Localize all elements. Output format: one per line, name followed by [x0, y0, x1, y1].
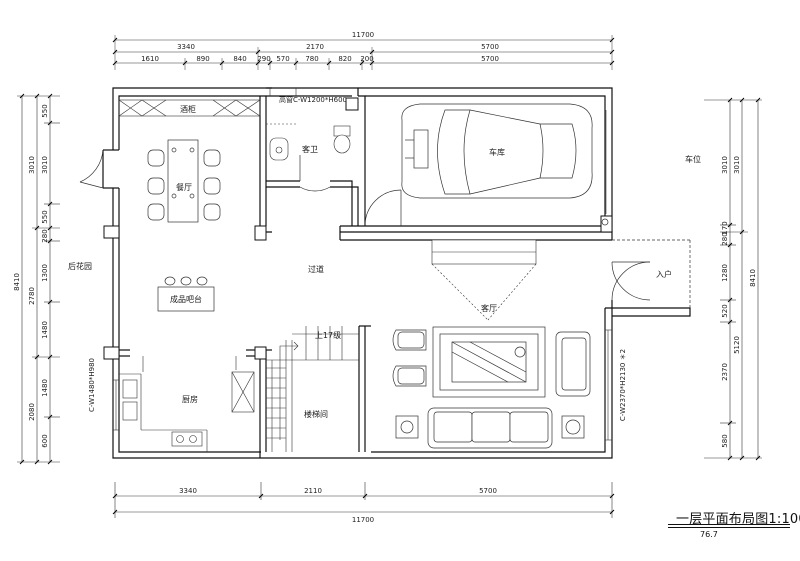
title-underline	[668, 524, 790, 525]
right-dim-inner-a: 3010	[721, 156, 729, 174]
left-dimensions	[17, 95, 60, 463]
kitchen-fixtures	[119, 356, 255, 452]
label-dining: 餐厅	[176, 183, 192, 192]
right-dimensions	[704, 99, 762, 459]
left-dim-inner-c: 550	[41, 210, 49, 223]
right-dim-inner-c: 280	[721, 232, 729, 245]
note-high-window: 高窗C-W1200*H600	[279, 95, 347, 104]
top-dim-r2-d: 290	[257, 55, 270, 63]
top-dimensions	[114, 35, 613, 70]
dining-set	[147, 139, 221, 223]
right-dim-outer-a: 3010	[733, 156, 741, 174]
wall-columns	[103, 97, 613, 360]
drawing-title-block: 一层平面布局图1:100 76.7	[668, 506, 800, 539]
stairs	[266, 326, 359, 452]
top-dim-r2-e: 570	[276, 55, 289, 63]
note-window-right: C-W2370*H2130 ＊2	[619, 349, 627, 421]
top-dim-r1-a: 3340	[177, 43, 195, 51]
living-furniture	[392, 326, 591, 449]
left-dim-inner-g: 1480	[41, 379, 49, 397]
top-dim-r2-b: 890	[196, 55, 209, 63]
drawing-area: 76.7	[700, 530, 718, 539]
car	[401, 103, 609, 226]
left-dim-total: 8410	[13, 273, 21, 291]
left-dim-ticks	[19, 93, 53, 465]
right-dim-inner-g: 580	[721, 434, 729, 447]
right-dim-inner-d: 1280	[721, 264, 729, 282]
label-kitchen: 厨房	[182, 394, 198, 404]
top-dim-r1-c: 5700	[481, 43, 499, 51]
drawing-title: 一层平面布局图1:100	[676, 512, 800, 527]
bottom-dimensions	[114, 482, 613, 518]
bottom-dim-b: 2110	[304, 487, 322, 495]
right-dim-outer-b: 5120	[733, 336, 741, 354]
top-dim-r2-a: 1610	[141, 55, 159, 63]
left-dim-outer-a: 3010	[28, 156, 36, 174]
top-dim-r2-h: 200	[360, 55, 373, 63]
note-window-left: C-W1480*H980	[88, 358, 96, 412]
left-dim-inner-a: 550	[41, 104, 49, 117]
left-dim-inner-f: 1480	[41, 321, 49, 339]
top-dim-r2-c: 840	[233, 55, 246, 63]
label-garage: 车库	[489, 147, 505, 157]
bottom-dim-a: 3340	[179, 487, 197, 495]
top-dim-r2-g: 820	[338, 55, 351, 63]
label-entrance: 入户	[656, 269, 672, 279]
left-dim-inner-h: 600	[41, 434, 49, 447]
walls	[102, 87, 691, 459]
right-dim-inner-b: 170	[721, 221, 729, 234]
label-bathroom: 客卫	[302, 144, 318, 154]
left-dim-outer-b: 2780	[28, 287, 36, 305]
bottom-dim-total: 11700	[352, 516, 374, 524]
label-corridor: 过道	[308, 264, 324, 274]
top-dim-r1-b: 2170	[306, 43, 324, 51]
label-living: 客厅	[481, 303, 497, 313]
label-bar: 成品吧台	[170, 294, 202, 304]
label-wine-cabinet: 酒柜	[180, 104, 196, 114]
right-dim-ticks	[727, 97, 761, 461]
bottom-dim-ticks	[112, 493, 615, 515]
right-dim-inner-f: 2370	[721, 363, 729, 381]
label-parking: 车位	[685, 154, 701, 164]
right-dim-total: 8410	[749, 269, 757, 287]
left-dim-inner-d: 280	[41, 229, 49, 242]
tv-cabinet	[431, 239, 537, 321]
left-dim-outer-c: 2080	[28, 403, 36, 421]
windows	[113, 88, 612, 441]
label-up: 上17级	[315, 330, 341, 340]
left-dim-inner-e: 1300	[41, 264, 49, 282]
top-dim-total: 11700	[352, 31, 374, 39]
top-dim-r2-i: 5700	[481, 55, 499, 63]
label-stair: 楼梯间	[304, 409, 328, 419]
top-dim-r2-f: 780	[305, 55, 318, 63]
top-dim-ticks	[112, 37, 615, 66]
doors	[79, 149, 691, 308]
right-dim-inner-e: 520	[721, 304, 729, 317]
bar-counter	[157, 276, 215, 312]
wine-cabinet	[118, 99, 261, 117]
title-underline-thin	[668, 527, 790, 528]
left-dim-inner-b: 3010	[41, 156, 49, 174]
bathroom-fixtures	[266, 123, 351, 161]
label-back-garden: 后花园	[68, 261, 92, 271]
bottom-dim-c: 5700	[479, 487, 497, 495]
